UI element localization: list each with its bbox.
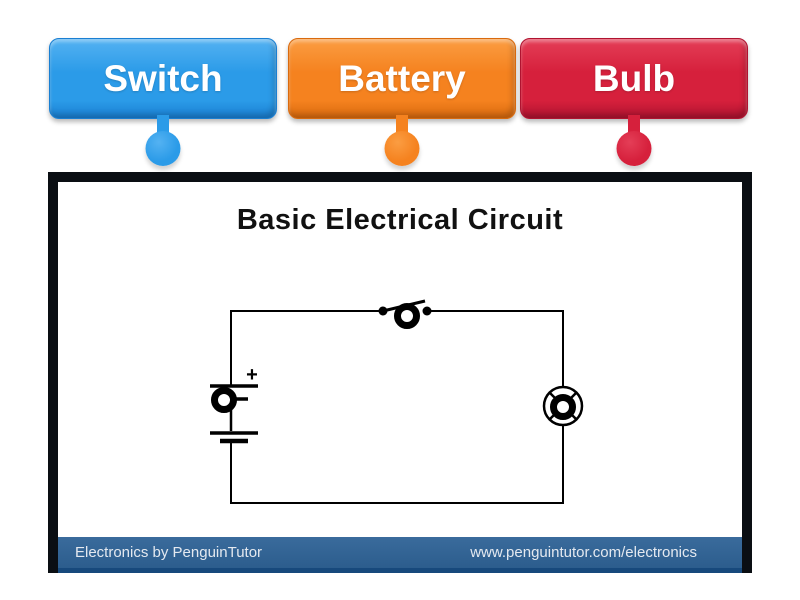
circuit-svg: + [210,299,584,504]
label-pin-ball [616,131,652,166]
footer-left-text: Electronics by PenguinTutor [75,544,263,561]
label-pin-ball [384,131,420,166]
diagram-footer-bar: Electronics by PenguinTutor www.penguint… [58,537,742,573]
diagram-panel: Basic Electrical Circuit + [48,172,752,573]
diagram-title: Basic Electrical Circuit [236,204,564,236]
draggable-label-battery[interactable]: Battery [288,38,516,166]
dropzone-bulb-symbol[interactable] [550,394,576,420]
label-pin-ball [145,131,181,166]
dropzone-battery-symbol[interactable] [211,387,237,413]
battery-plus-sign: + [246,364,258,386]
dropzone-switch-symbol[interactable] [394,303,420,329]
draggable-label-switch[interactable]: Switch [49,38,277,166]
label-text: Battery [338,58,466,99]
label-text: Switch [103,58,223,99]
circuit-wires [230,310,564,504]
label-text: Bulb [592,58,676,99]
footer-right-text: www.penguintutor.com/electronics [470,544,697,561]
draggable-label-bulb[interactable]: Bulb [520,38,748,166]
